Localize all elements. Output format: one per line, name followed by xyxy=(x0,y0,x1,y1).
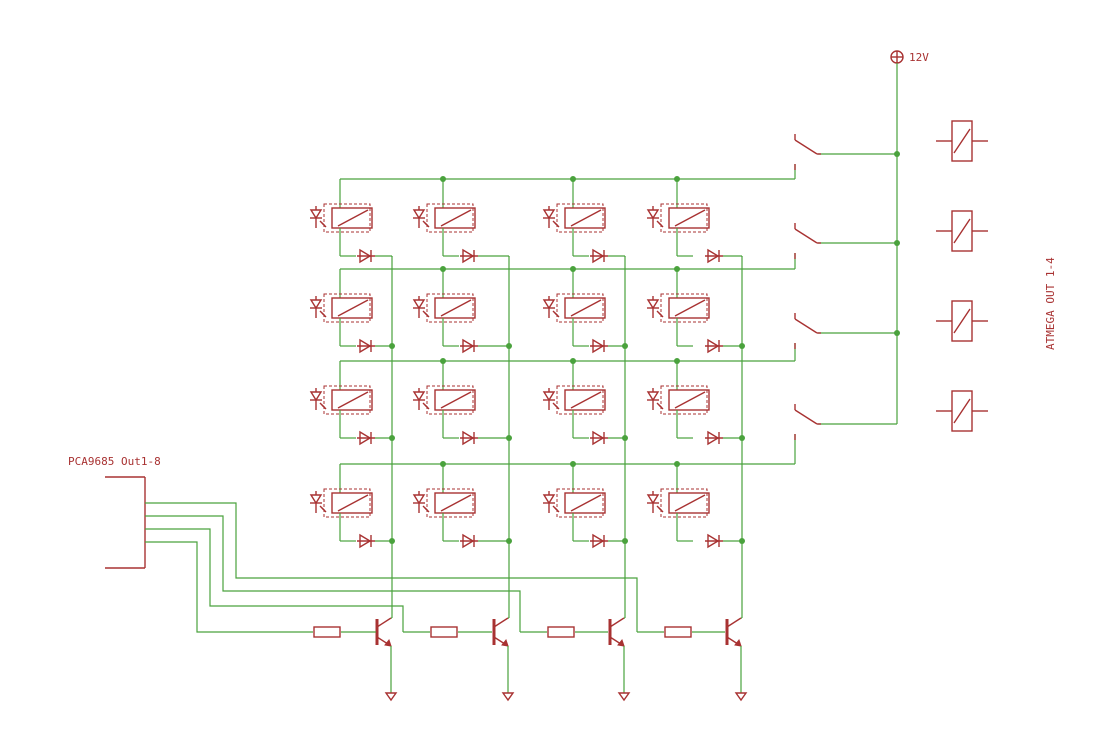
led-relay-r4c1 xyxy=(309,464,373,542)
matrix-cells xyxy=(309,151,900,548)
ground-3 xyxy=(618,692,630,701)
diode-r2c3 xyxy=(589,339,609,353)
ground-2 xyxy=(502,692,514,701)
switch-1 xyxy=(794,133,822,171)
diode-r2c1 xyxy=(356,339,376,353)
led-relay-r4c4 xyxy=(646,464,710,542)
ground-1 xyxy=(385,692,397,701)
led-relay-r1c1 xyxy=(309,179,373,257)
diode-r3c4 xyxy=(704,431,724,445)
switch-2 xyxy=(794,222,822,260)
diode-r3c2 xyxy=(459,431,479,445)
led-relay-r3c3 xyxy=(542,361,606,439)
atmega-label: ATMEGA OUT 1-4 xyxy=(1044,257,1057,350)
relay-coil-1 xyxy=(935,120,989,162)
diode-r1c4 xyxy=(704,249,724,263)
led-relay-r4c2 xyxy=(412,464,476,542)
led-relay-r1c3 xyxy=(542,179,606,257)
led-relay-r2c1 xyxy=(309,269,373,347)
resistor-4 xyxy=(664,626,692,638)
led-relay-r3c4 xyxy=(646,361,710,439)
transistor-1 xyxy=(375,616,393,648)
switch-4 xyxy=(794,403,822,441)
column-wires xyxy=(391,256,743,618)
led-relay-r1c4 xyxy=(646,179,710,257)
diode-r4c3 xyxy=(589,534,609,548)
resistor-2 xyxy=(430,626,458,638)
pca9685-connector xyxy=(105,476,146,569)
led-relay-r2c2 xyxy=(412,269,476,347)
diode-r1c2 xyxy=(459,249,479,263)
led-relay-r3c2 xyxy=(412,361,476,439)
resistor-1 xyxy=(313,626,341,638)
diode-r4c1 xyxy=(356,534,376,548)
led-relay-r2c4 xyxy=(646,269,710,347)
diode-r1c1 xyxy=(356,249,376,263)
row-wires xyxy=(340,153,897,465)
diode-r2c2 xyxy=(459,339,479,353)
resistor-3 xyxy=(547,626,575,638)
supply-label: 12V xyxy=(909,51,929,64)
diode-r4c2 xyxy=(459,534,479,548)
pca-signal-wires xyxy=(145,502,725,633)
relay-coil-2 xyxy=(935,210,989,252)
supply-12v xyxy=(890,50,904,424)
driver-stage xyxy=(313,616,747,701)
transistor-3 xyxy=(608,616,626,648)
led-relay-r1c2 xyxy=(412,179,476,257)
pca-label: PCA9685 Out1-8 xyxy=(68,455,161,468)
transistor-2 xyxy=(492,616,510,648)
ground-4 xyxy=(735,692,747,701)
relay-coil-4 xyxy=(935,390,989,432)
led-relay-r2c3 xyxy=(542,269,606,347)
diode-r3c1 xyxy=(356,431,376,445)
relay-coil-3 xyxy=(935,300,989,342)
led-relay-r3c1 xyxy=(309,361,373,439)
led-relay-r4c3 xyxy=(542,464,606,542)
diode-r4c4 xyxy=(704,534,724,548)
diode-r2c4 xyxy=(704,339,724,353)
transistor-4 xyxy=(725,616,743,648)
switch-3 xyxy=(794,312,822,350)
diode-r3c3 xyxy=(589,431,609,445)
diode-r1c3 xyxy=(589,249,609,263)
